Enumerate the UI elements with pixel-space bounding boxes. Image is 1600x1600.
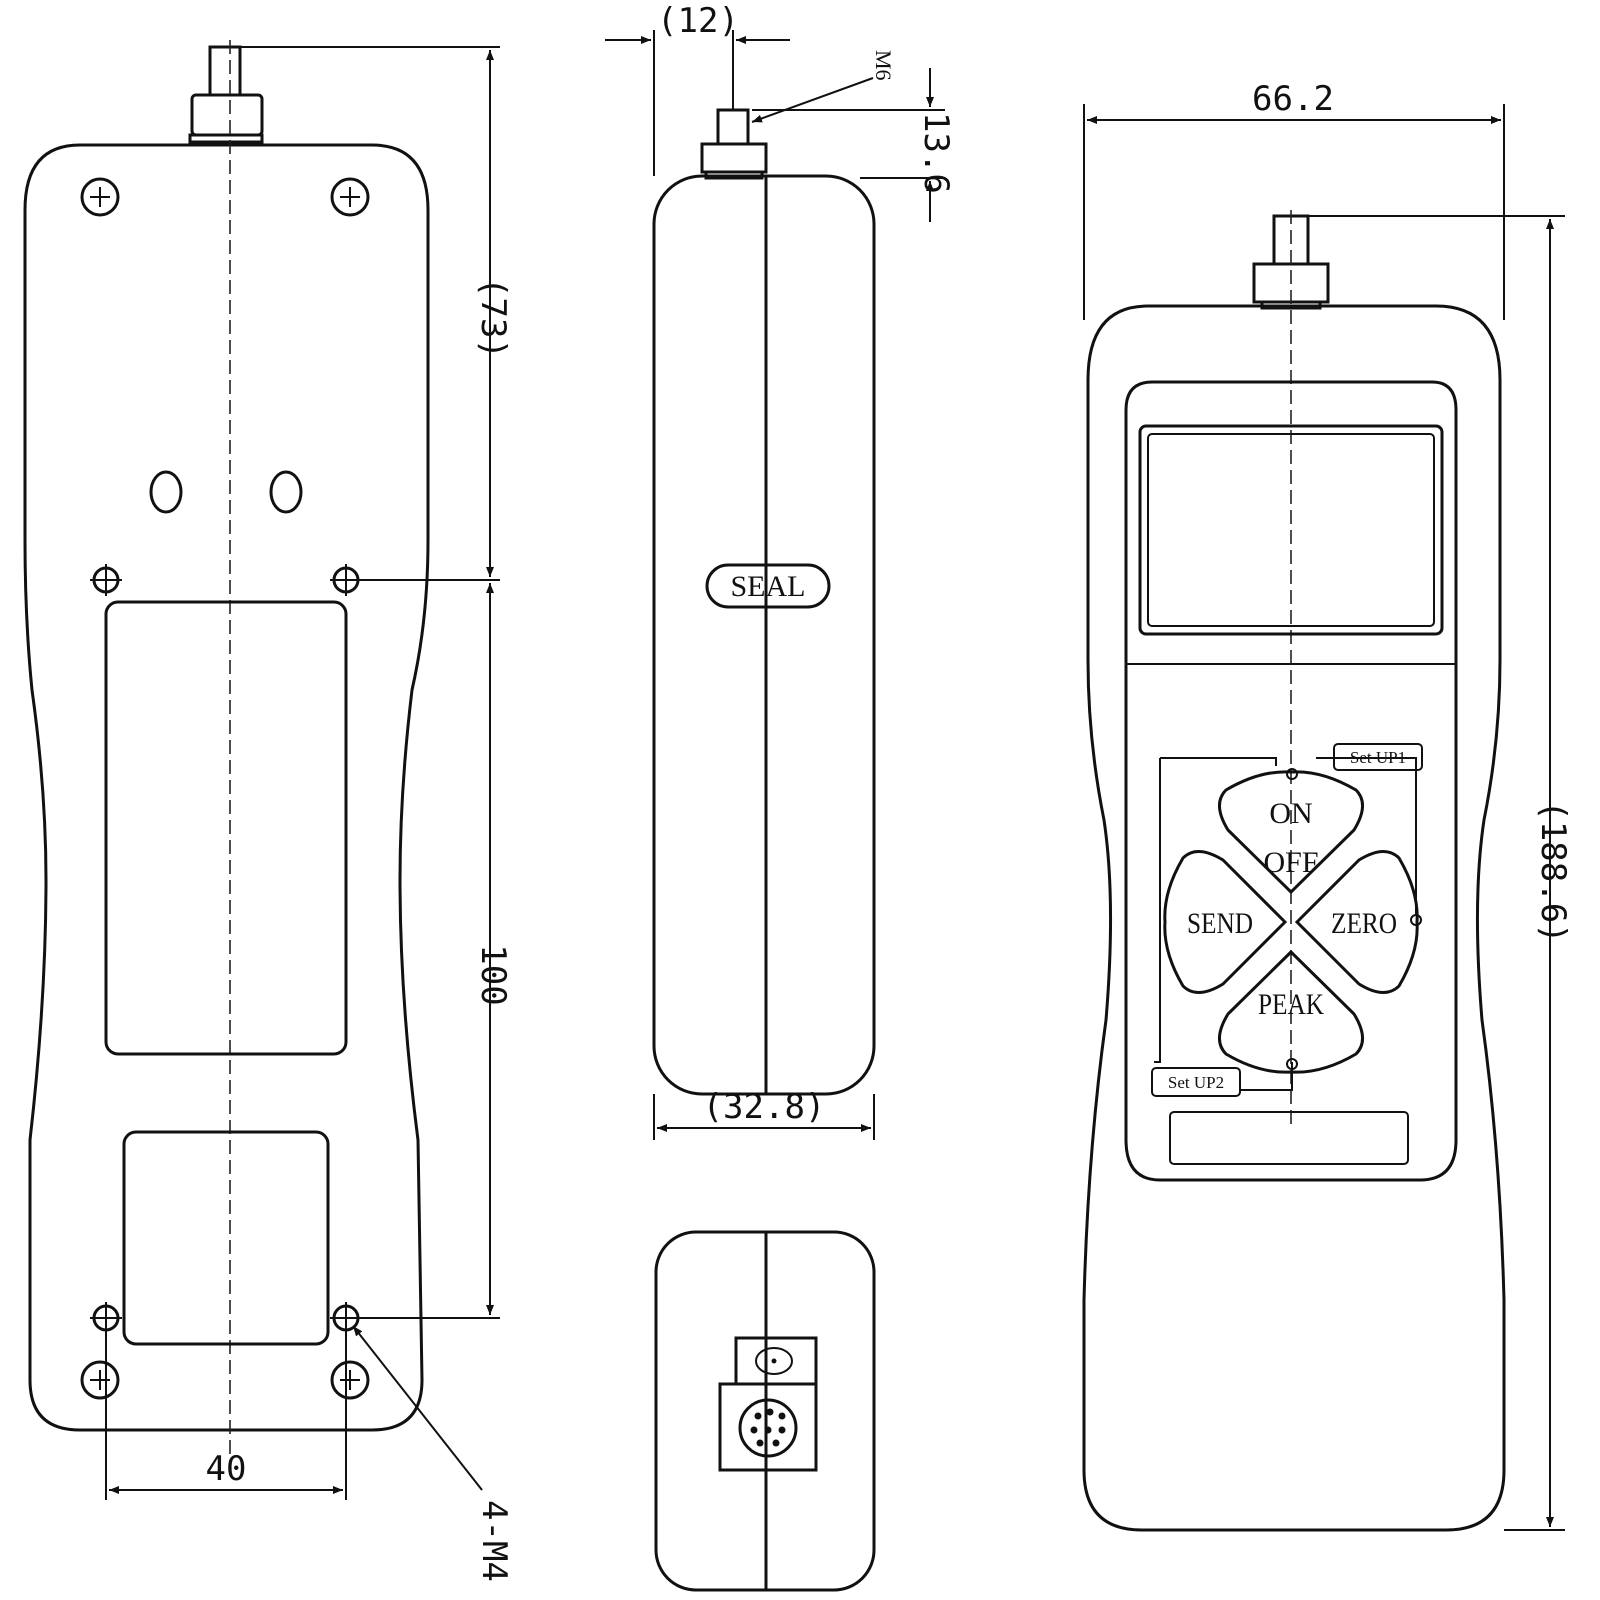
front-body-outline [1082,304,1506,1532]
front-panel [1124,380,1458,1182]
setup1-label: Set UP1 [1350,748,1406,767]
data-port [718,1382,818,1472]
bottom-view [654,1230,876,1592]
seal-label: SEAL [705,563,831,609]
back-screw-bl [80,1360,120,1400]
dim-stud-height: 13.6 [916,112,956,194]
side-body [652,174,876,1096]
dim-depth: (32.8) [703,1087,826,1127]
dim-height: (188.6) [1533,800,1573,943]
dim-mount-screws: 4-M4 [474,1500,514,1582]
back-battery-cover [104,600,348,1056]
back-mount-hole-ul [90,564,122,596]
back-stud-thread [208,45,242,97]
back-screw-br [330,1360,370,1400]
dim-top-offset: (12) [657,1,739,41]
back-mount-hole-ll [90,1302,122,1334]
back-label-plate [122,1130,330,1346]
zero-button[interactable] [1294,850,1419,994]
dim-width: 66.2 [1252,79,1334,119]
side-stud-nut [700,142,768,174]
back-mount-hole-lr [330,1302,362,1334]
side-dimensions: (12) M6 13.6 (32.8) [605,1,956,1140]
side-stud-thread [716,108,750,146]
back-screw-tr [330,177,370,217]
front-view: ON OFF SEND ZERO PEAK Set UP1 Set UP2 [1082,210,1506,1532]
keypad-frame [1160,757,1277,766]
on-label: ON [1269,797,1312,830]
setup1-tag: Set UP1 [1333,743,1423,771]
setup2-tag: Set UP2 [1151,1067,1241,1097]
send-label: SEND [1187,907,1253,940]
dim-mount-width: 40 [206,1449,247,1489]
back-dimensions: (73) 100 40 4-M4 [105,46,514,1582]
peak-label: PEAK [1258,988,1324,1021]
on-off-button[interactable] [1218,770,1364,895]
off-label: OFF [1263,846,1318,879]
send-button[interactable] [1163,850,1288,994]
back-screw-tl [80,177,120,217]
front-lower-slot [1169,1111,1409,1165]
back-mount-hole-ur [330,564,362,596]
peak-button[interactable] [1218,949,1364,1074]
back-hole-right [269,470,303,514]
dim-upper-span: (73) [473,277,513,359]
front-dimensions: 66.2 (188.6) [1083,79,1573,1531]
back-view [23,40,430,1470]
setup2-label: Set UP2 [1168,1073,1224,1092]
dim-thread: M6 [871,50,896,81]
dim-hole-spacing: 100 [473,944,513,1005]
back-body-outline [23,143,430,1432]
back-stud-nut [190,93,264,137]
lcd-display [1138,424,1444,636]
back-hole-left [149,470,183,514]
seal-text: SEAL [731,570,806,603]
zero-label: ZERO [1331,907,1397,940]
side-view: SEAL [652,108,876,1096]
